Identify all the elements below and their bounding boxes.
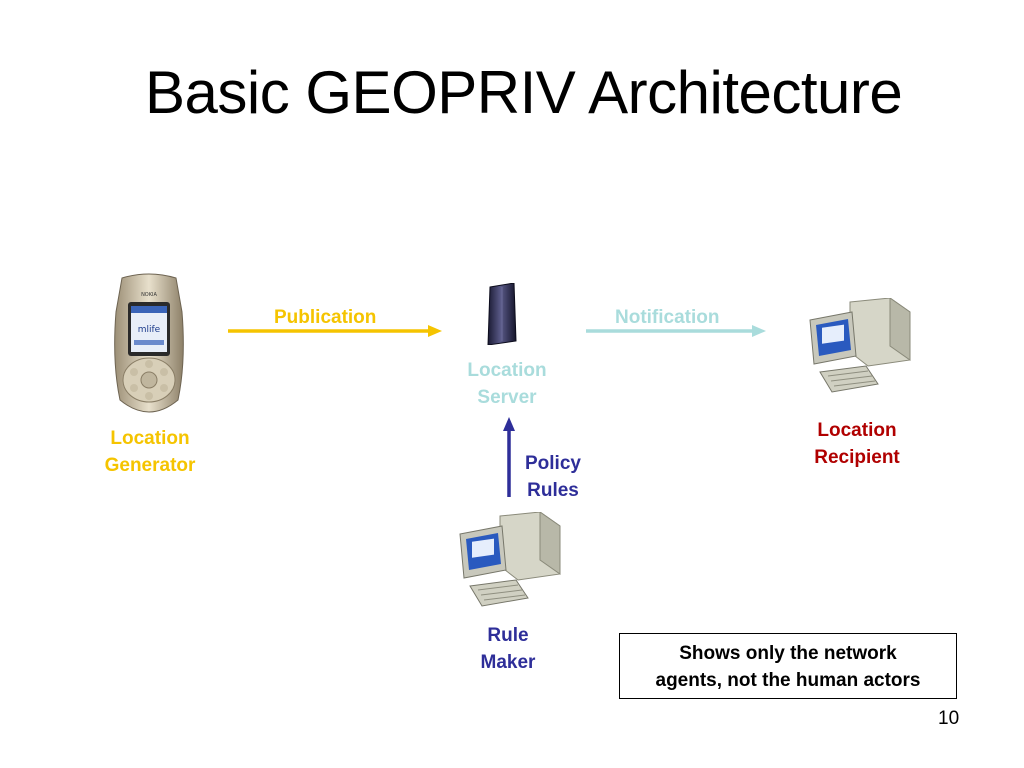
publication-arrow — [228, 325, 442, 337]
svg-text:NOKIA: NOKIA — [141, 292, 157, 298]
policy-rules-arrow — [503, 417, 515, 497]
policy-rules-label: Policy Rules — [525, 453, 581, 501]
notification-label: Notification — [615, 307, 720, 328]
desktop-computer-icon — [809, 298, 911, 393]
notification-arrow — [586, 325, 766, 337]
publication-label: Publication — [274, 307, 377, 328]
note-box: Shows only the network agents, not the h… — [619, 633, 957, 699]
desktop-computer-icon — [459, 512, 561, 607]
server-tower-icon — [487, 283, 517, 345]
location-server-label: Location Server — [467, 360, 547, 408]
location-generator-label: Location Generator — [104, 428, 196, 476]
page-number: 10 — [938, 708, 960, 729]
slide-title: Basic GEOPRIV Architecture — [145, 59, 903, 126]
rule-maker-label: Rule Maker — [480, 625, 536, 673]
location-recipient-label: Location Recipient — [814, 420, 900, 468]
mobile-phone-icon: mlife NOKIA — [114, 273, 184, 413]
svg-text:mlife: mlife — [138, 325, 161, 335]
